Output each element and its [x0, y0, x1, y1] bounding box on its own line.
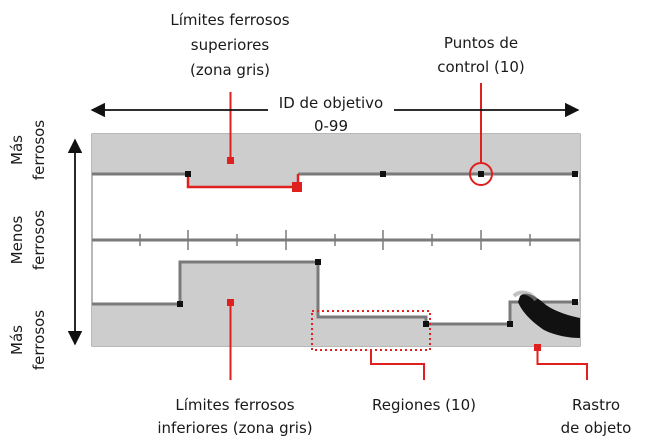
upper-boundary-highlight [186, 174, 300, 189]
regions-label: Regiones (10) [372, 396, 476, 414]
lower-boundary [92, 260, 575, 326]
target-trace-label-2: de objeto [561, 419, 632, 437]
svg-text:ferrosos: ferrosos [30, 310, 48, 370]
axis-ticks [139, 230, 531, 250]
target-trace-blob [518, 293, 580, 338]
lower-limits-marker [227, 299, 234, 306]
svg-text:Más: Más [8, 325, 26, 355]
control-point [380, 171, 386, 177]
side-label-top: Más ferrosos [8, 120, 48, 180]
svg-text:ferrosos: ferrosos [30, 210, 48, 270]
target-trace-label-1: Rastro [572, 396, 620, 414]
target-trace-leader [536, 351, 588, 380]
regions-leader [370, 350, 425, 380]
control-points-label-2: control (10) [437, 58, 525, 76]
control-point [572, 171, 578, 177]
lower-limits-label-1: Límites ferrosos [175, 396, 294, 414]
side-label-middle: Menos ferrosos [8, 210, 48, 270]
control-point [177, 301, 183, 307]
control-point [507, 321, 513, 327]
control-point [423, 321, 429, 327]
target-id-label-1: ID de objetivo [279, 94, 383, 112]
control-point [185, 171, 191, 177]
lower-limits-label-2: inferiores (zona gris) [157, 419, 312, 437]
target-id-label-2: 0-99 [314, 117, 348, 135]
control-point [315, 259, 321, 265]
control-point [478, 171, 484, 177]
upper-limits-marker [227, 157, 234, 164]
upper-limits-label-2: superiores [191, 36, 270, 54]
control-point [572, 299, 578, 305]
side-label-bottom: Más ferrosos [8, 310, 48, 370]
target-trace-marker [534, 344, 541, 351]
upper-limits-label-3: (zona gris) [190, 61, 270, 79]
svg-text:Menos: Menos [8, 215, 26, 264]
svg-text:Más: Más [8, 135, 26, 165]
upper-limits-label-1: Límites ferrosos [170, 11, 289, 29]
svg-text:ferrosos: ferrosos [30, 120, 48, 180]
target-trace-fade [512, 290, 538, 302]
control-point-selected [292, 182, 302, 192]
control-points-label-1: Puntos de [444, 34, 518, 52]
